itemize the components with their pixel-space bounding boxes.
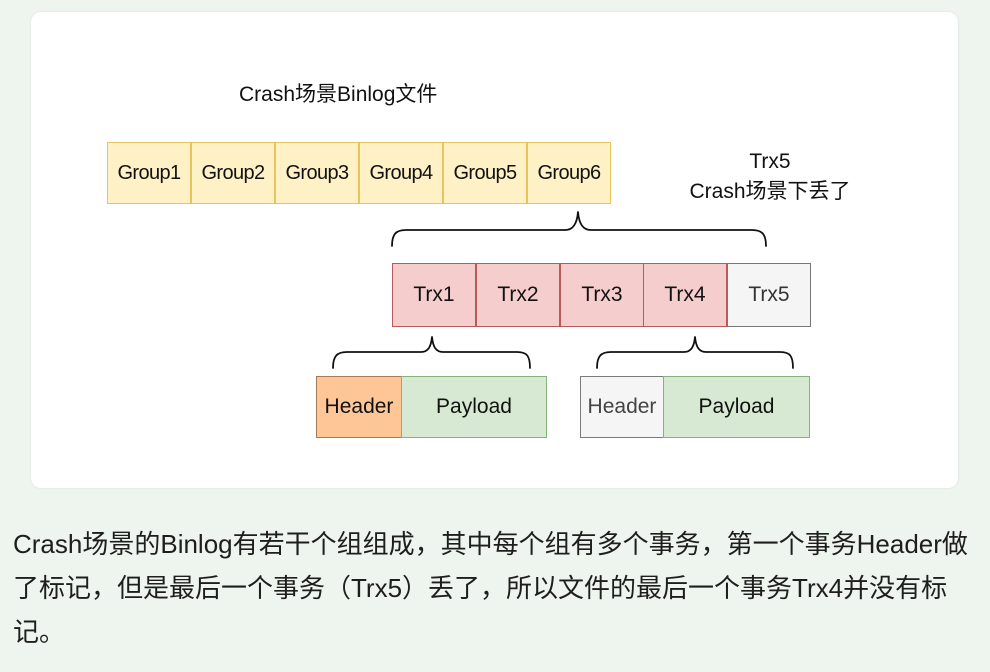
group-cell-1: Group1 [107,142,191,204]
group-cell-3: Group3 [275,142,359,204]
trx-cell-2: Trx2 [476,263,560,327]
group-cell-2: Group2 [191,142,275,204]
lost-transaction-note: Trx5 Crash场景下丢了 [652,147,888,207]
trx-cell-1: Trx1 [392,263,476,327]
group-cell-5: Group5 [443,142,527,204]
lost-note-line-1: Trx5 [749,150,791,173]
trx1-payload: Payload [401,376,547,438]
trx4-header-unmarked: Header [580,376,664,438]
lost-note-line-2: Crash场景下丢了 [689,180,851,203]
trx-cell-4: Trx4 [643,263,727,327]
diagram-title: Crash场景Binlog文件 [239,83,438,106]
group-cell-6: Group6 [527,142,611,204]
trx-cell-3: Trx3 [560,263,644,327]
trx1-header-marked: Header [316,376,402,438]
caption-paragraph: Crash场景的Binlog有若干个组组成，其中每个组有多个事务，第一个事务He… [13,529,968,647]
trx4-payload: Payload [663,376,810,438]
group-cell-4: Group4 [359,142,443,204]
trx-cell-5-lost: Trx5 [727,263,811,327]
